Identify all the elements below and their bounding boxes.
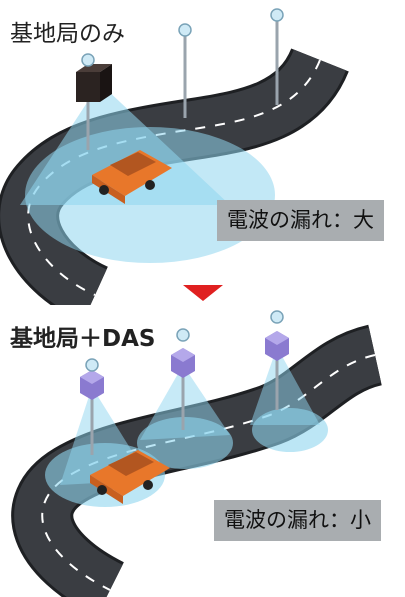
- signal-coverage-small: [137, 417, 233, 469]
- signal-leak-label-small: 電波の漏れ：小: [214, 500, 381, 541]
- panel-heading-bottom: 基地局＋DAS: [10, 326, 156, 352]
- das-antenna-icon: [80, 358, 104, 455]
- street-lamp-icon: [178, 23, 192, 118]
- car-icon: [90, 450, 170, 504]
- das-antenna-icon: [171, 328, 195, 430]
- base-station-icon: [76, 53, 112, 150]
- signal-coverage-large: [25, 127, 275, 263]
- street-lamp-icon: [270, 8, 284, 105]
- base-station-das-panel: 基地局＋DAS: [0, 305, 405, 597]
- das-antenna-icon: [265, 310, 289, 410]
- signal-coverage-small: [252, 408, 328, 452]
- car-icon: [92, 150, 172, 204]
- top-illustration: [0, 8, 349, 305]
- signal-beam: [250, 347, 320, 425]
- base-station-only-panel: 基地局のみ: [0, 8, 384, 305]
- signal-leak-label-large: 電波の漏れ：大: [217, 200, 384, 241]
- bottom-illustration: [11, 310, 384, 597]
- down-arrow-icon: [183, 285, 223, 301]
- panel-heading-top: 基地局のみ: [10, 21, 125, 47]
